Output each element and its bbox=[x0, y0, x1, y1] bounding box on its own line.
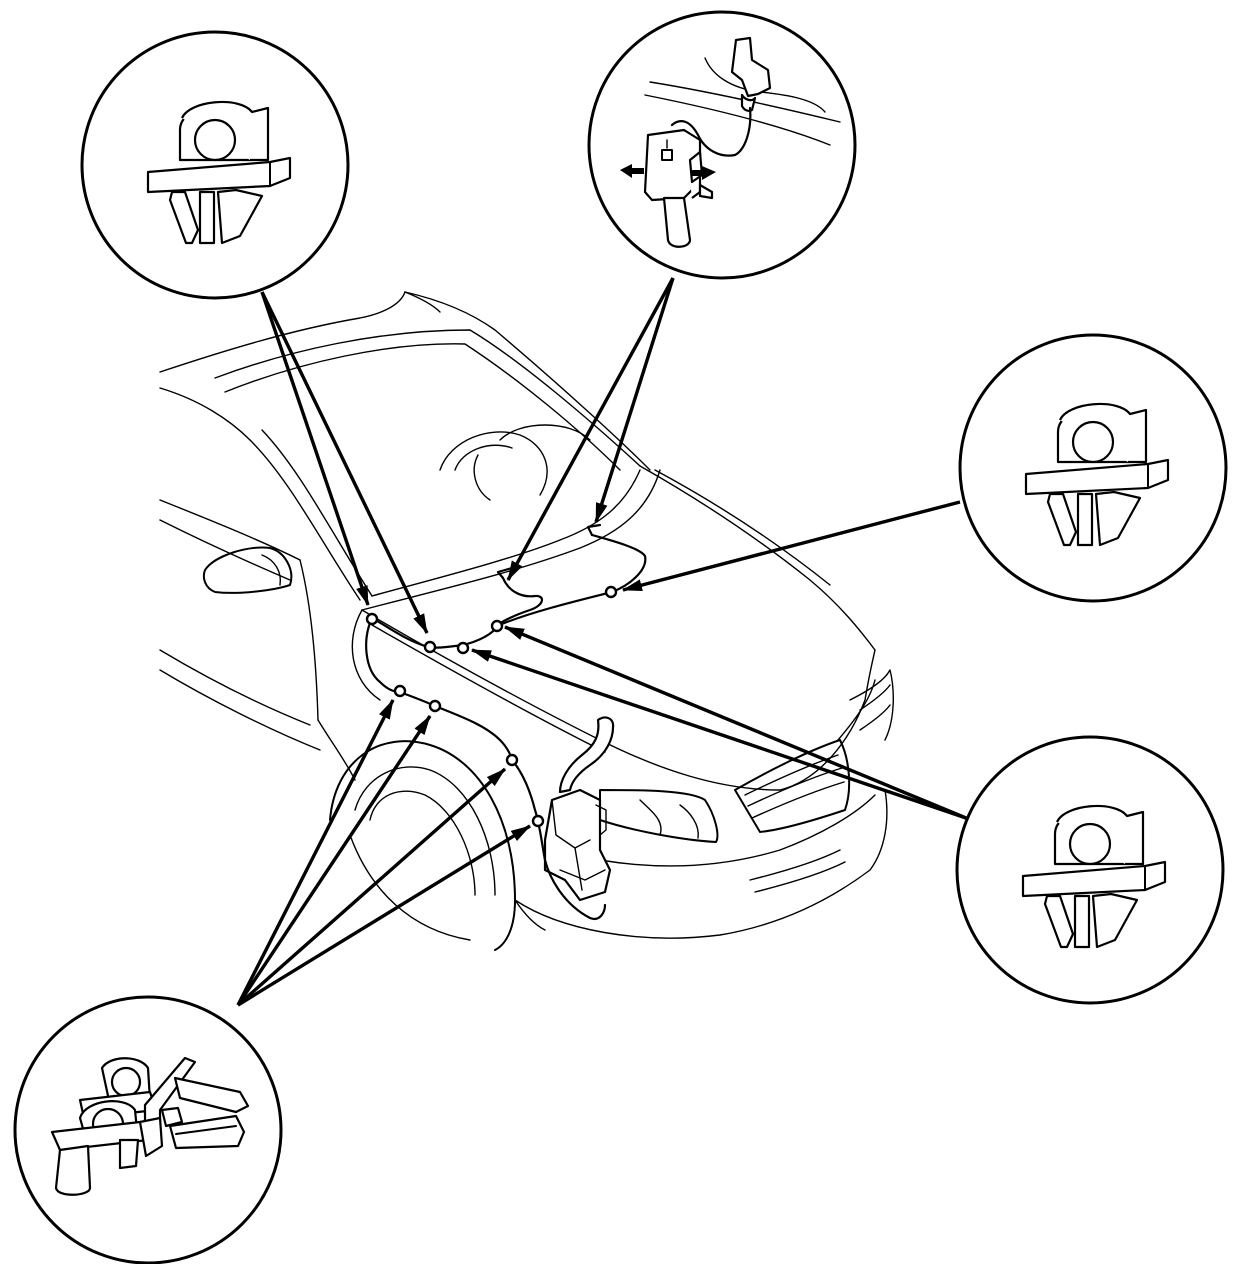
leader-line bbox=[237, 824, 531, 1007]
clip-point bbox=[456, 641, 470, 655]
hose-joint-icon bbox=[620, 36, 841, 248]
clip-point bbox=[365, 612, 379, 626]
clip-point bbox=[604, 585, 618, 599]
leader-line bbox=[594, 277, 675, 523]
clip-point bbox=[531, 814, 545, 828]
callout-clip-top-left bbox=[80, 30, 350, 300]
clip-point bbox=[423, 640, 437, 654]
callout-clip-lower-right bbox=[955, 735, 1225, 1005]
clip-point bbox=[393, 684, 407, 698]
callout-clamp-bottom-left bbox=[13, 995, 283, 1264]
hose-clip-icon bbox=[146, 100, 292, 245]
leader-line bbox=[504, 625, 967, 820]
leader-line bbox=[471, 648, 967, 820]
leader-line bbox=[236, 767, 507, 1007]
hose-clip-points bbox=[365, 585, 618, 828]
leader-line bbox=[236, 699, 395, 1006]
clip-point bbox=[490, 619, 504, 633]
callout-clip-right bbox=[958, 333, 1228, 603]
leader-line bbox=[236, 715, 432, 1006]
washer-reservoir bbox=[543, 716, 615, 902]
leader-line bbox=[260, 291, 370, 606]
leader-line bbox=[506, 277, 675, 581]
leader-line bbox=[260, 291, 429, 634]
leader-lines bbox=[236, 277, 967, 1007]
vehicle-outline bbox=[159, 291, 894, 951]
clip-point bbox=[505, 753, 519, 767]
hose-clip-icon bbox=[1021, 804, 1167, 949]
leader-line bbox=[622, 500, 961, 592]
double-hose-clamp-icon bbox=[50, 1056, 250, 1196]
hose-clip-icon bbox=[1024, 402, 1170, 547]
callout-joint-top-right bbox=[587, 10, 857, 280]
clip-point bbox=[428, 699, 442, 713]
